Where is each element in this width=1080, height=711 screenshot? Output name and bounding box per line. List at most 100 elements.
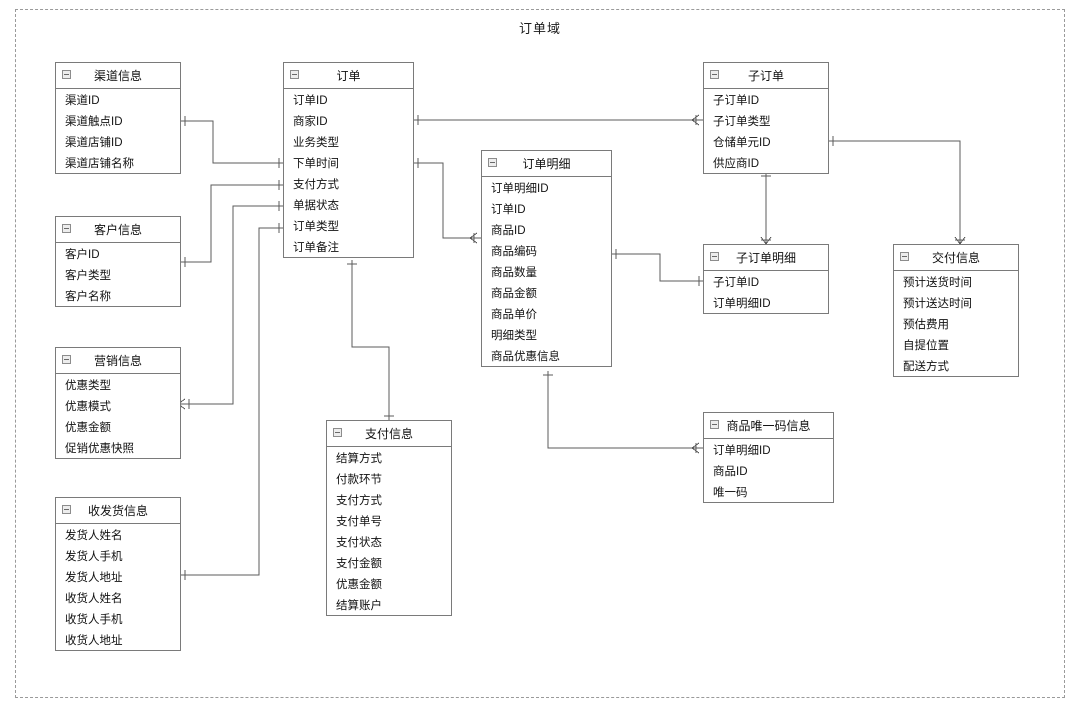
entity-order_detail[interactable]: 订单明细 订单明细ID 订单ID 商品ID 商品编码商品数量商品金额商品单价明细类型商…	[481, 150, 612, 367]
attribute-row[interactable]: 子订单ID	[713, 94, 759, 107]
collapse-icon[interactable]	[488, 158, 497, 167]
attribute-row[interactable]: 收货人姓名	[65, 592, 123, 605]
attribute-row[interactable]: 订单类型	[293, 220, 339, 233]
entity-title-shipping: 收发货信息	[87, 503, 148, 518]
attribute-row[interactable]: 收货人地址	[65, 634, 123, 647]
diagram-title: 订单域	[518, 21, 561, 36]
attribute-row[interactable]: 支付单号	[336, 515, 382, 528]
collapse-icon[interactable]	[710, 252, 719, 261]
attribute-row[interactable]: 客户名称	[65, 290, 111, 303]
entity-title-order_detail: 订单明细	[522, 156, 571, 171]
attribute-row[interactable]: 仓储单元ID	[713, 136, 771, 149]
attribute-row[interactable]: 渠道ID	[65, 94, 100, 107]
entity-delivery[interactable]: 交付信息 预计送货时间预计送达时间预估费用自提位置配送方式	[893, 244, 1019, 377]
entity-sub_order_detail[interactable]: 子订单明细 子订单ID 订单明细ID	[703, 244, 829, 314]
entity-header-sub_order[interactable]: 子订单	[704, 63, 828, 89]
attribute-row[interactable]: 商品金额	[491, 287, 537, 300]
attribute-row[interactable]: 订单ID	[293, 94, 328, 107]
attribute-row[interactable]: 支付方式	[336, 494, 382, 507]
collapse-icon[interactable]	[62, 70, 71, 79]
collapse-icon[interactable]	[710, 420, 719, 429]
collapse-icon[interactable]	[62, 224, 71, 233]
entity-header-channel[interactable]: 渠道信息	[56, 63, 180, 89]
attribute-row[interactable]: 客户类型	[65, 269, 111, 282]
link-suborder-delivery	[829, 136, 966, 245]
entity-header-payment[interactable]: 支付信息	[327, 421, 451, 447]
entity-marketing[interactable]: 营销信息 优惠类型优惠模式优惠金额促销优惠快照	[55, 347, 181, 459]
attribute-row[interactable]: 订单明细ID	[713, 444, 771, 457]
attribute-row[interactable]: 订单明细ID	[491, 182, 549, 195]
collapse-icon[interactable]	[62, 355, 71, 364]
attribute-row[interactable]: 唯一码	[713, 486, 748, 499]
attribute-row[interactable]: 发货人地址	[65, 571, 123, 584]
attribute-row[interactable]: 业务类型	[293, 136, 339, 149]
collapse-icon[interactable]	[290, 70, 299, 79]
collapse-icon[interactable]	[900, 252, 909, 261]
entity-header-order_detail[interactable]: 订单明细	[482, 151, 611, 177]
attribute-row[interactable]: 支付金额	[336, 557, 382, 570]
attribute-row[interactable]: 订单明细ID	[713, 297, 771, 310]
collapse-icon[interactable]	[333, 428, 342, 437]
entity-header-order[interactable]: 订单	[284, 63, 413, 89]
attribute-row[interactable]: 促销优惠快照	[65, 442, 134, 455]
attribute-row[interactable]: 结算方式	[336, 452, 382, 465]
entity-header-sub_order_detail[interactable]: 子订单明细	[704, 245, 828, 271]
attribute-row[interactable]: 订单备注	[293, 241, 339, 254]
attribute-row[interactable]: 商品数量	[491, 266, 537, 279]
entity-title-order: 订单	[336, 68, 361, 83]
attribute-row[interactable]: 配送方式	[903, 360, 949, 373]
attribute-list-order: 订单ID 商家ID 业务类型下单时间支付方式单据状态订单类型订单备注	[284, 89, 413, 257]
attribute-list-sub_order_detail: 子订单ID 订单明细ID	[704, 271, 828, 313]
attribute-row[interactable]: 商品编码	[491, 245, 537, 258]
attribute-row[interactable]: 预计送达时间	[903, 297, 972, 310]
collapse-icon[interactable]	[710, 70, 719, 79]
attribute-row[interactable]: 优惠模式	[65, 400, 111, 413]
attribute-list-sub_order: 子订单ID 子订单类型仓储单元ID 供应商ID	[704, 89, 828, 173]
attribute-row[interactable]: 商品ID	[491, 224, 526, 237]
attribute-row[interactable]: 优惠类型	[65, 379, 111, 392]
entity-header-customer[interactable]: 客户信息	[56, 217, 180, 243]
link-channel-order	[181, 116, 283, 168]
attribute-row[interactable]: 发货人姓名	[65, 529, 123, 542]
attribute-row[interactable]: 支付状态	[336, 536, 382, 549]
attribute-row[interactable]: 商品优惠信息	[491, 350, 560, 363]
attribute-row[interactable]: 优惠金额	[336, 578, 382, 591]
attribute-row[interactable]: 支付方式	[293, 178, 339, 191]
attribute-row[interactable]: 子订单类型	[713, 115, 771, 128]
entity-header-delivery[interactable]: 交付信息	[894, 245, 1018, 271]
attribute-row[interactable]: 优惠金额	[65, 421, 111, 434]
attribute-list-payment: 结算方式付款环节支付方式支付单号支付状态支付金额优惠金额结算账户	[327, 447, 451, 615]
attribute-row[interactable]: 明细类型	[491, 329, 537, 342]
attribute-row[interactable]: 结算账户	[336, 599, 382, 612]
attribute-row[interactable]: 渠道店铺ID	[65, 136, 123, 149]
attribute-row[interactable]: 下单时间	[293, 157, 339, 170]
attribute-row[interactable]: 预计送货时间	[903, 276, 972, 289]
attribute-row[interactable]: 单据状态	[293, 199, 339, 212]
attribute-row[interactable]: 自提位置	[903, 339, 949, 352]
entity-channel[interactable]: 渠道信息 渠道ID 渠道触点ID 渠道店铺ID 渠道店铺名称	[55, 62, 181, 174]
attribute-row[interactable]: 商家ID	[293, 115, 328, 128]
collapse-icon[interactable]	[62, 505, 71, 514]
attribute-row[interactable]: 渠道触点ID	[65, 115, 123, 128]
attribute-row[interactable]: 付款环节	[336, 473, 382, 486]
entity-payment[interactable]: 支付信息 结算方式付款环节支付方式支付单号支付状态支付金额优惠金额结算账户	[326, 420, 452, 616]
entity-order[interactable]: 订单 订单ID 商家ID 业务类型下单时间支付方式单据状态订单类型订单备注	[283, 62, 414, 258]
attribute-row[interactable]: 渠道店铺名称	[65, 157, 134, 170]
entity-header-sku_unique[interactable]: 商品唯一码信息	[704, 413, 833, 439]
entity-title-marketing: 营销信息	[93, 353, 142, 368]
entity-sub_order[interactable]: 子订单 子订单ID 子订单类型仓储单元ID 供应商ID	[703, 62, 829, 174]
entity-header-marketing[interactable]: 营销信息	[56, 348, 180, 374]
attribute-row[interactable]: 发货人手机	[65, 550, 123, 563]
attribute-row[interactable]: 预估费用	[903, 318, 949, 331]
entity-shipping[interactable]: 收发货信息 发货人姓名发货人手机发货人地址收货人姓名收货人手机收货人地址	[55, 497, 181, 651]
entity-sku_unique[interactable]: 商品唯一码信息 订单明细ID 商品ID 唯一码	[703, 412, 834, 503]
attribute-row[interactable]: 商品ID	[713, 465, 748, 478]
attribute-row[interactable]: 收货人手机	[65, 613, 123, 626]
attribute-row[interactable]: 子订单ID	[713, 276, 759, 289]
attribute-row[interactable]: 商品单价	[491, 308, 537, 321]
entity-header-shipping[interactable]: 收发货信息	[56, 498, 180, 524]
attribute-row[interactable]: 供应商ID	[713, 157, 759, 170]
entity-customer[interactable]: 客户信息 客户ID 客户类型客户名称	[55, 216, 181, 307]
attribute-row[interactable]: 客户ID	[65, 248, 100, 261]
attribute-row[interactable]: 订单ID	[491, 203, 526, 216]
